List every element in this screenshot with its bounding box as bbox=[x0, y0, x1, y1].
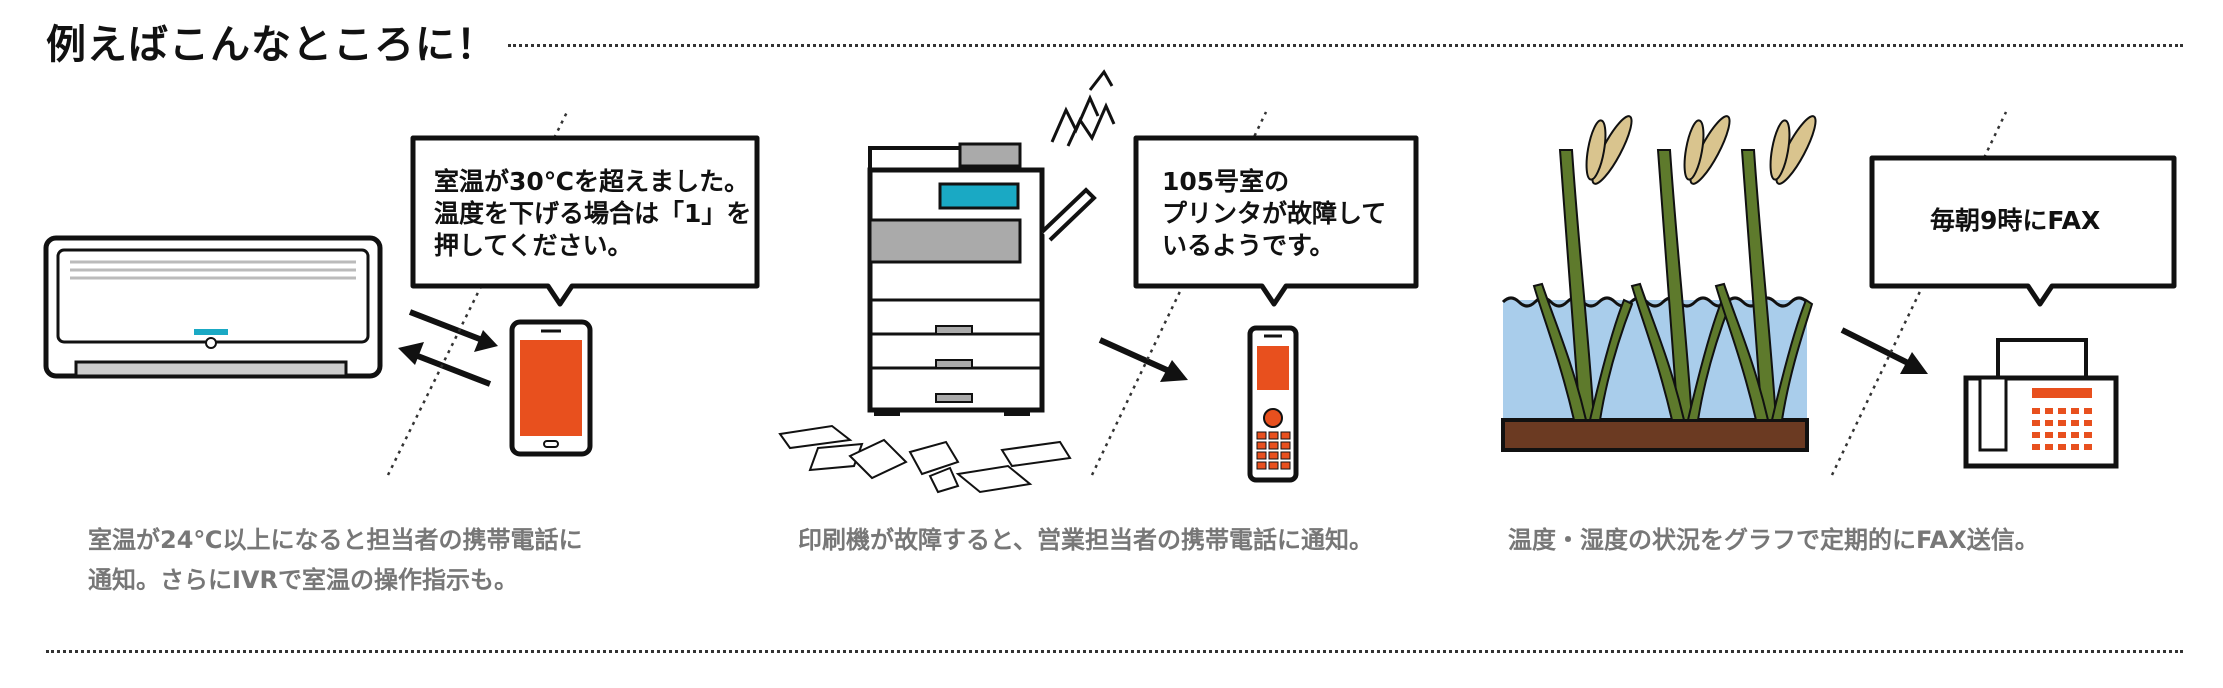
send-arrow bbox=[1098, 337, 1188, 382]
speech-bubble bbox=[1133, 135, 1419, 307]
example-caption: 印刷機が故障すると、営業担当者の携帯電話に通知。 bbox=[798, 526, 1374, 554]
example-caption: 温度・湿度の状況をグラフで定期的にFAX送信。 bbox=[1508, 526, 2039, 554]
speech-bubble bbox=[410, 135, 760, 307]
example-caption: 室温が24℃以上になると担当者の携帯電話に 通知。さらにIVRで室温の操作指示も… bbox=[88, 526, 583, 594]
title-divider bbox=[508, 44, 2183, 47]
dotted-separator bbox=[1830, 111, 2008, 476]
page-title: 例えばこんなところに！ bbox=[46, 22, 497, 68]
speech-bubble-text: 105号室の プリンタが故障して いるようです。 bbox=[1162, 167, 1387, 260]
dotted-separator bbox=[1090, 111, 1268, 476]
rice-paddy-icon bbox=[1501, 115, 1817, 452]
speech-bubble bbox=[1869, 155, 2177, 307]
speech-bubble-text: 毎朝9時にFAX bbox=[1930, 206, 2101, 235]
copier-icon bbox=[867, 142, 1097, 416]
scattered-paper-icon bbox=[778, 424, 1072, 494]
speech-bubble-text: 室温が30℃を超えました。 温度を下げる場合は「1」を 押してください。 bbox=[434, 167, 752, 260]
air-conditioner-icon bbox=[43, 235, 383, 379]
send-arrow bbox=[1840, 327, 1928, 374]
malfunction-zigzag-icon bbox=[1050, 69, 1116, 147]
fax-machine-icon bbox=[1963, 338, 2119, 469]
send-arrows bbox=[398, 309, 498, 387]
bottom-divider bbox=[46, 650, 2183, 653]
feature-phone-icon bbox=[1247, 325, 1299, 483]
smartphone-icon bbox=[509, 319, 593, 457]
